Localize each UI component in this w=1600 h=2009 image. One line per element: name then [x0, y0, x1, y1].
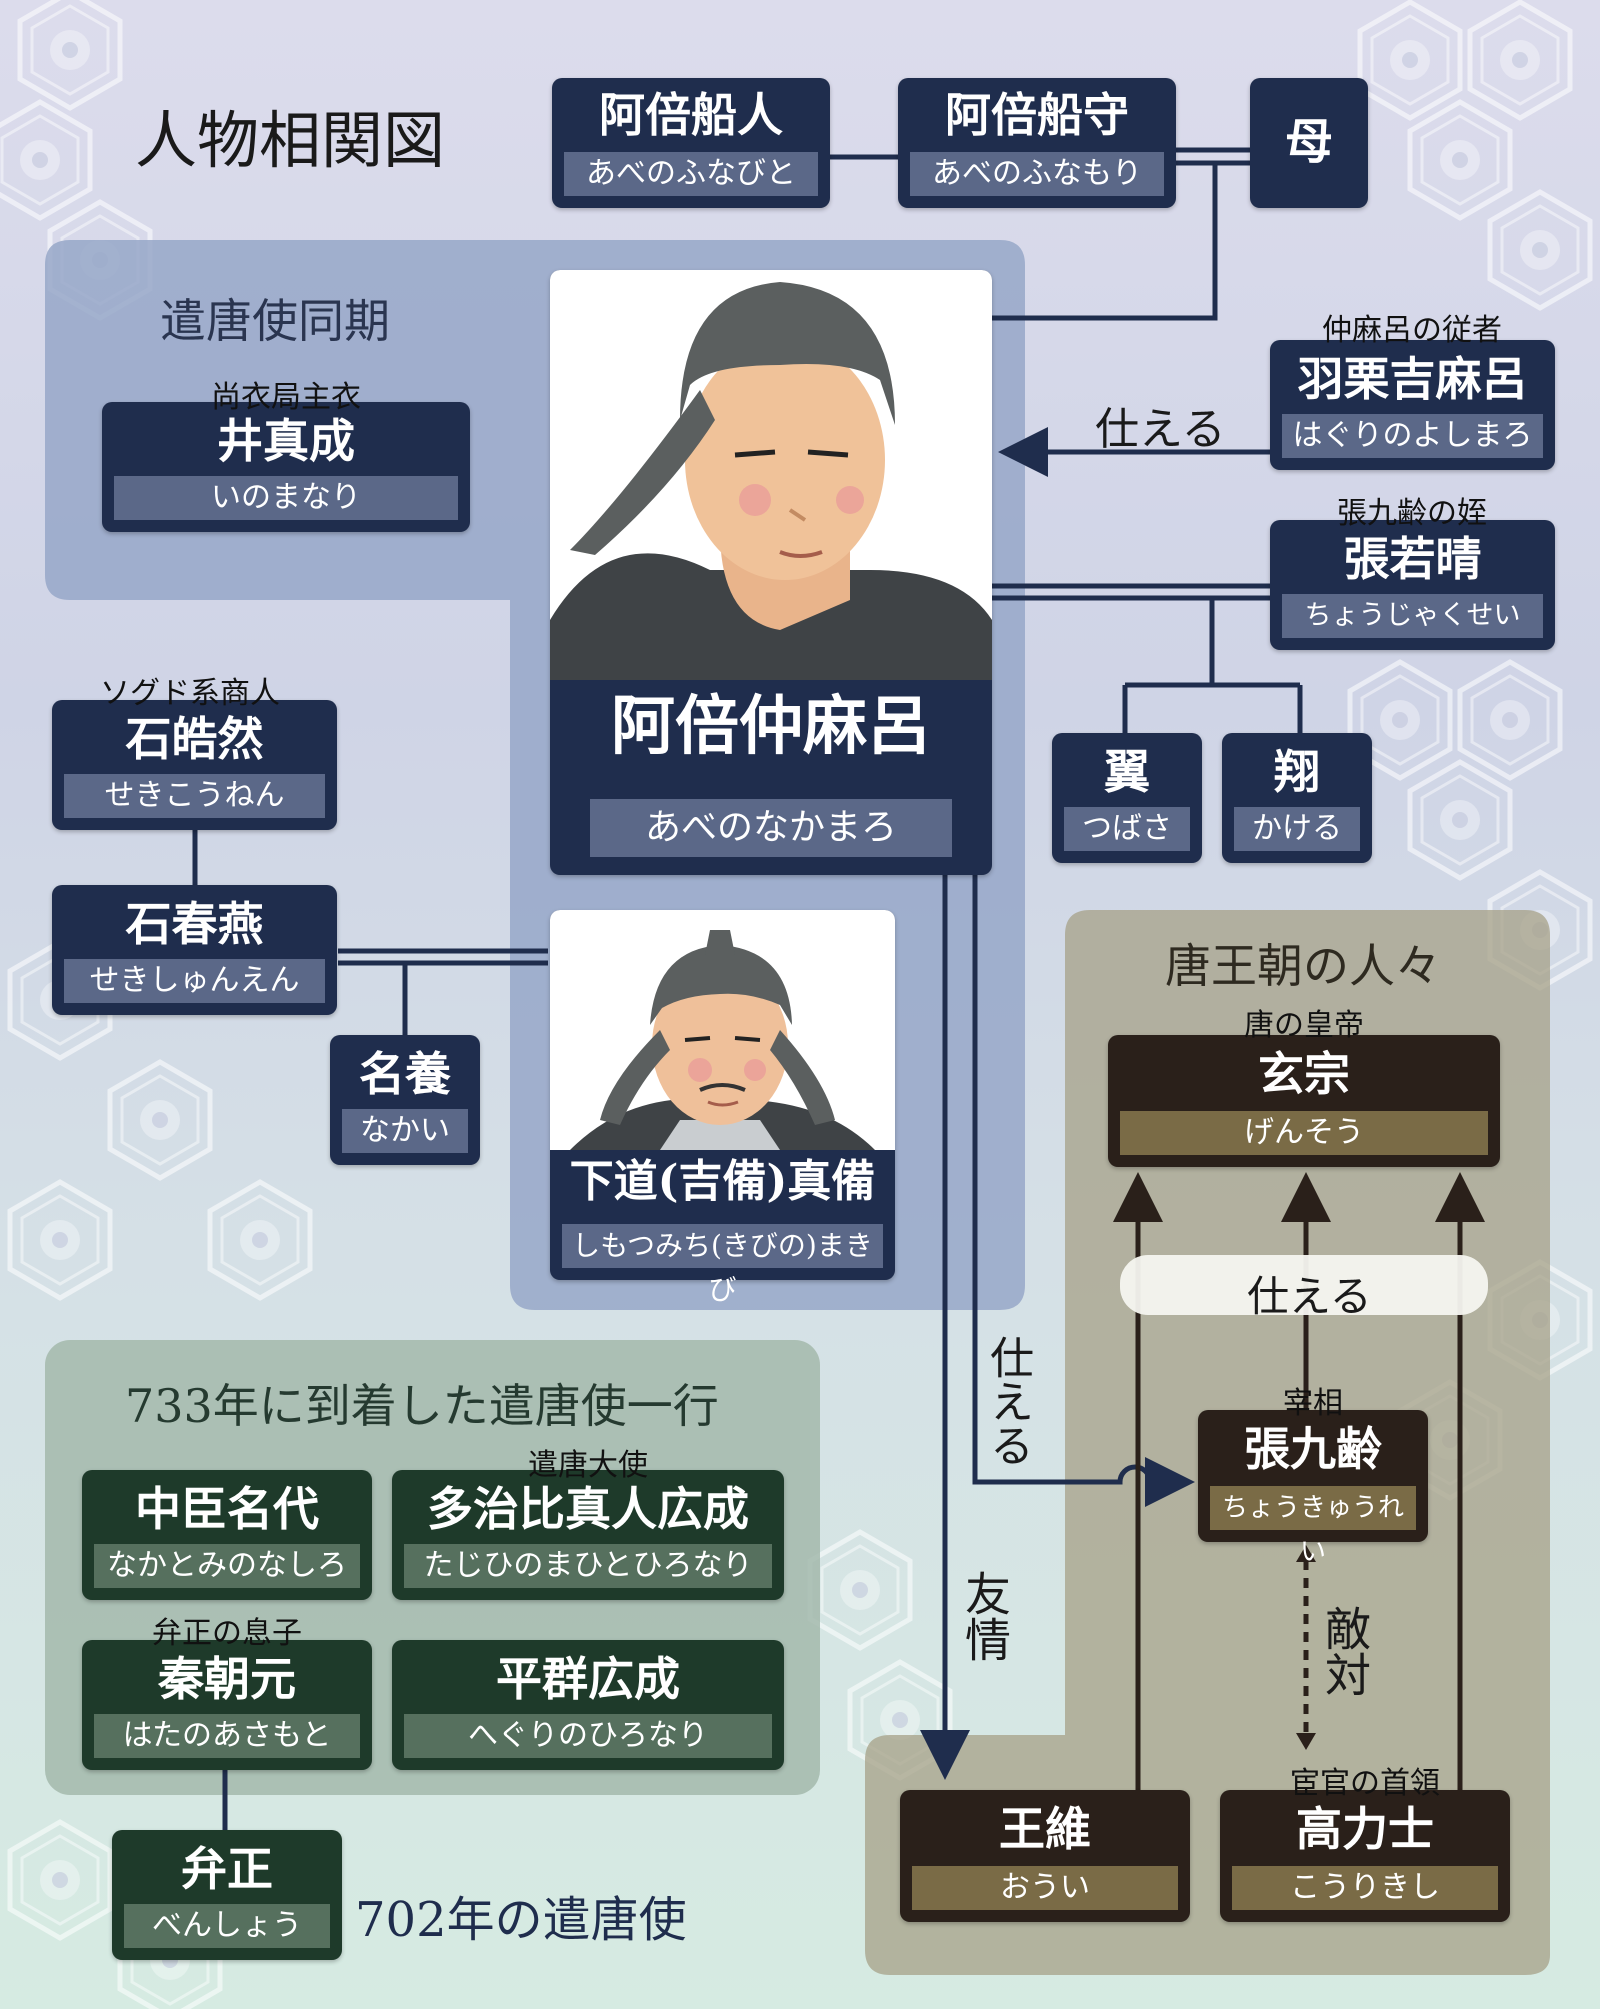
person-reading: あべのなかまろ — [590, 799, 952, 857]
person-card-kourikishi[interactable]: 高力士 こうりきし — [1220, 1790, 1510, 1922]
person-card-hata[interactable]: 秦朝元 はたのあさもと — [82, 1640, 372, 1770]
person-reading: はたのあさもと — [94, 1714, 360, 1758]
relation-hostility: 敵対 — [1318, 1605, 1372, 1697]
relation-friendship: 友情 — [958, 1570, 1012, 1662]
person-reading: たじひのまひとひろなり — [404, 1544, 772, 1588]
person-reading: おうい — [912, 1866, 1178, 1910]
person-reading: あべのふなもり — [910, 152, 1164, 196]
person-name: 張九齢 — [1244, 1422, 1382, 1476]
person-reading: かける — [1234, 807, 1360, 851]
person-reading: はぐりのよしまろ — [1282, 414, 1543, 458]
person-name: 秦朝元 — [158, 1652, 296, 1706]
person-name: 中臣名代 — [135, 1482, 319, 1536]
person-name: 多治比真人広成 — [427, 1482, 749, 1536]
person-name: 阿倍船人 — [599, 88, 783, 142]
person-reading: いのまなり — [114, 476, 458, 520]
person-reading: ちょうきゅうれい — [1210, 1486, 1416, 1567]
person-card-bensei[interactable]: 弁正 べんしょう — [112, 1830, 342, 1960]
person-card-tajihi[interactable]: 多治比真人広成 たじひのまひとひろなり — [392, 1470, 784, 1600]
person-name: 阿倍仲麻呂 — [611, 689, 931, 764]
person-name: 羽栗吉麻呂 — [1297, 352, 1528, 406]
group-label-kentoshi-702: 702年の遣唐使 — [355, 1892, 687, 1948]
person-reading: しもつみち(きびの)まきび — [562, 1224, 883, 1306]
person-name: 石春燕 — [125, 897, 264, 951]
serve-pill — [1120, 1255, 1488, 1315]
person-reading: げんそう — [1120, 1111, 1488, 1155]
person-reading: ちょうじゃくせい — [1282, 594, 1543, 638]
person-name: 翼 — [1104, 745, 1150, 799]
role-genso: 唐の皇帝 — [1244, 1008, 1364, 1043]
person-card-nakatomi[interactable]: 中臣名代 なかとみのなしろ — [82, 1470, 372, 1600]
person-name: 王維 — [999, 1802, 1091, 1856]
person-card-chokyurei[interactable]: 張九齢 ちょうきゅうれい — [1198, 1410, 1428, 1567]
person-name: 翔 — [1274, 745, 1320, 799]
role-kourikishi: 宦官の首領 — [1290, 1766, 1440, 1801]
person-name: 井真成 — [217, 414, 355, 468]
group-label-ichikou-733: 733年に到着した遣唐使一行 — [125, 1379, 719, 1433]
person-reading: せきしゅんえん — [64, 959, 325, 1003]
person-name: 平群広成 — [496, 1652, 680, 1706]
person-reading: へぐりのひろなり — [404, 1714, 772, 1758]
person-card-sekikouzen[interactable]: 石皓然 せきこうねん — [52, 700, 337, 830]
role-sekikouzen: ソグド系商人 — [100, 676, 280, 711]
person-card-kakeru[interactable]: 翔 かける — [1222, 733, 1372, 863]
person-card-hakuri[interactable]: 羽栗吉麻呂 はぐりのよしまろ — [1270, 340, 1555, 470]
person-card-funamori[interactable]: 阿倍船守 あべのふなもり — [898, 78, 1176, 208]
person-name: 高力士 — [1296, 1802, 1434, 1856]
role-hata: 弁正の息子 — [152, 1616, 302, 1651]
person-card-tsubasa[interactable]: 翼 つばさ — [1052, 733, 1202, 863]
group-label-tang-people: 唐王朝の人々 — [1165, 939, 1441, 993]
person-reading: なかい — [342, 1109, 468, 1153]
person-reading: せきこうねん — [64, 774, 325, 818]
person-card-nakamaro[interactable]: 阿倍仲麻呂 あべのなかまろ — [550, 270, 992, 875]
person-name: 石皓然 — [125, 712, 264, 766]
person-reading: あべのふなびと — [564, 152, 818, 196]
role-hakuri: 仲麻呂の従者 — [1322, 313, 1502, 348]
person-card-oui[interactable]: 王維 おうい — [900, 1790, 1190, 1922]
person-card-sekishunen[interactable]: 石春燕 せきしゅんえん — [52, 885, 337, 1015]
person-card-nakai[interactable]: 名養 なかい — [330, 1035, 480, 1165]
person-card-jakusei[interactable]: 張若晴 ちょうじゃくせい — [1270, 520, 1555, 650]
group-label-kentoshi-doki: 遣唐使同期 — [160, 294, 390, 348]
page-title: 人物相関図 — [135, 104, 446, 177]
person-name: 名養 — [359, 1047, 451, 1101]
portrait-nakamaro — [550, 270, 992, 680]
person-name: 張若晴 — [1343, 532, 1482, 586]
person-reading: こうりきし — [1232, 1866, 1498, 1910]
role-inomanari: 尚衣局主衣 — [211, 380, 361, 415]
person-name: 下道(吉備)真備 — [569, 1156, 876, 1207]
person-name: 母 — [1284, 114, 1333, 170]
person-card-heguri[interactable]: 平群広成 へぐりのひろなり — [392, 1640, 784, 1770]
relation-serve-nakamaro: 仕える — [982, 1335, 1033, 1467]
person-name: 弁正 — [181, 1842, 273, 1896]
person-card-makibi[interactable]: 下道(吉備)真備 しもつみち(きびの)まきび — [550, 910, 895, 1306]
person-card-inomanari[interactable]: 井真成 いのまなり — [102, 402, 470, 532]
person-name: 玄宗 — [1258, 1047, 1350, 1101]
person-reading: べんしょう — [124, 1904, 330, 1948]
person-reading: なかとみのなしろ — [94, 1544, 360, 1588]
person-card-funahito[interactable]: 阿倍船人 あべのふなびと — [552, 78, 830, 208]
portrait-makibi — [550, 910, 895, 1150]
relation-serve-genso: 仕える — [1247, 1272, 1372, 1321]
person-card-genso[interactable]: 玄宗 げんそう — [1108, 1035, 1500, 1167]
role-tajihi: 遣唐大使 — [528, 1448, 648, 1483]
role-chokyurei: 宰相 — [1283, 1386, 1343, 1421]
relation-serve-hakuri: 仕える — [1095, 404, 1226, 455]
person-reading: つばさ — [1064, 807, 1190, 851]
person-card-haha[interactable]: 母 — [1250, 78, 1368, 208]
role-jakusei: 張九齢の姪 — [1337, 496, 1487, 531]
person-name: 阿倍船守 — [945, 88, 1129, 142]
